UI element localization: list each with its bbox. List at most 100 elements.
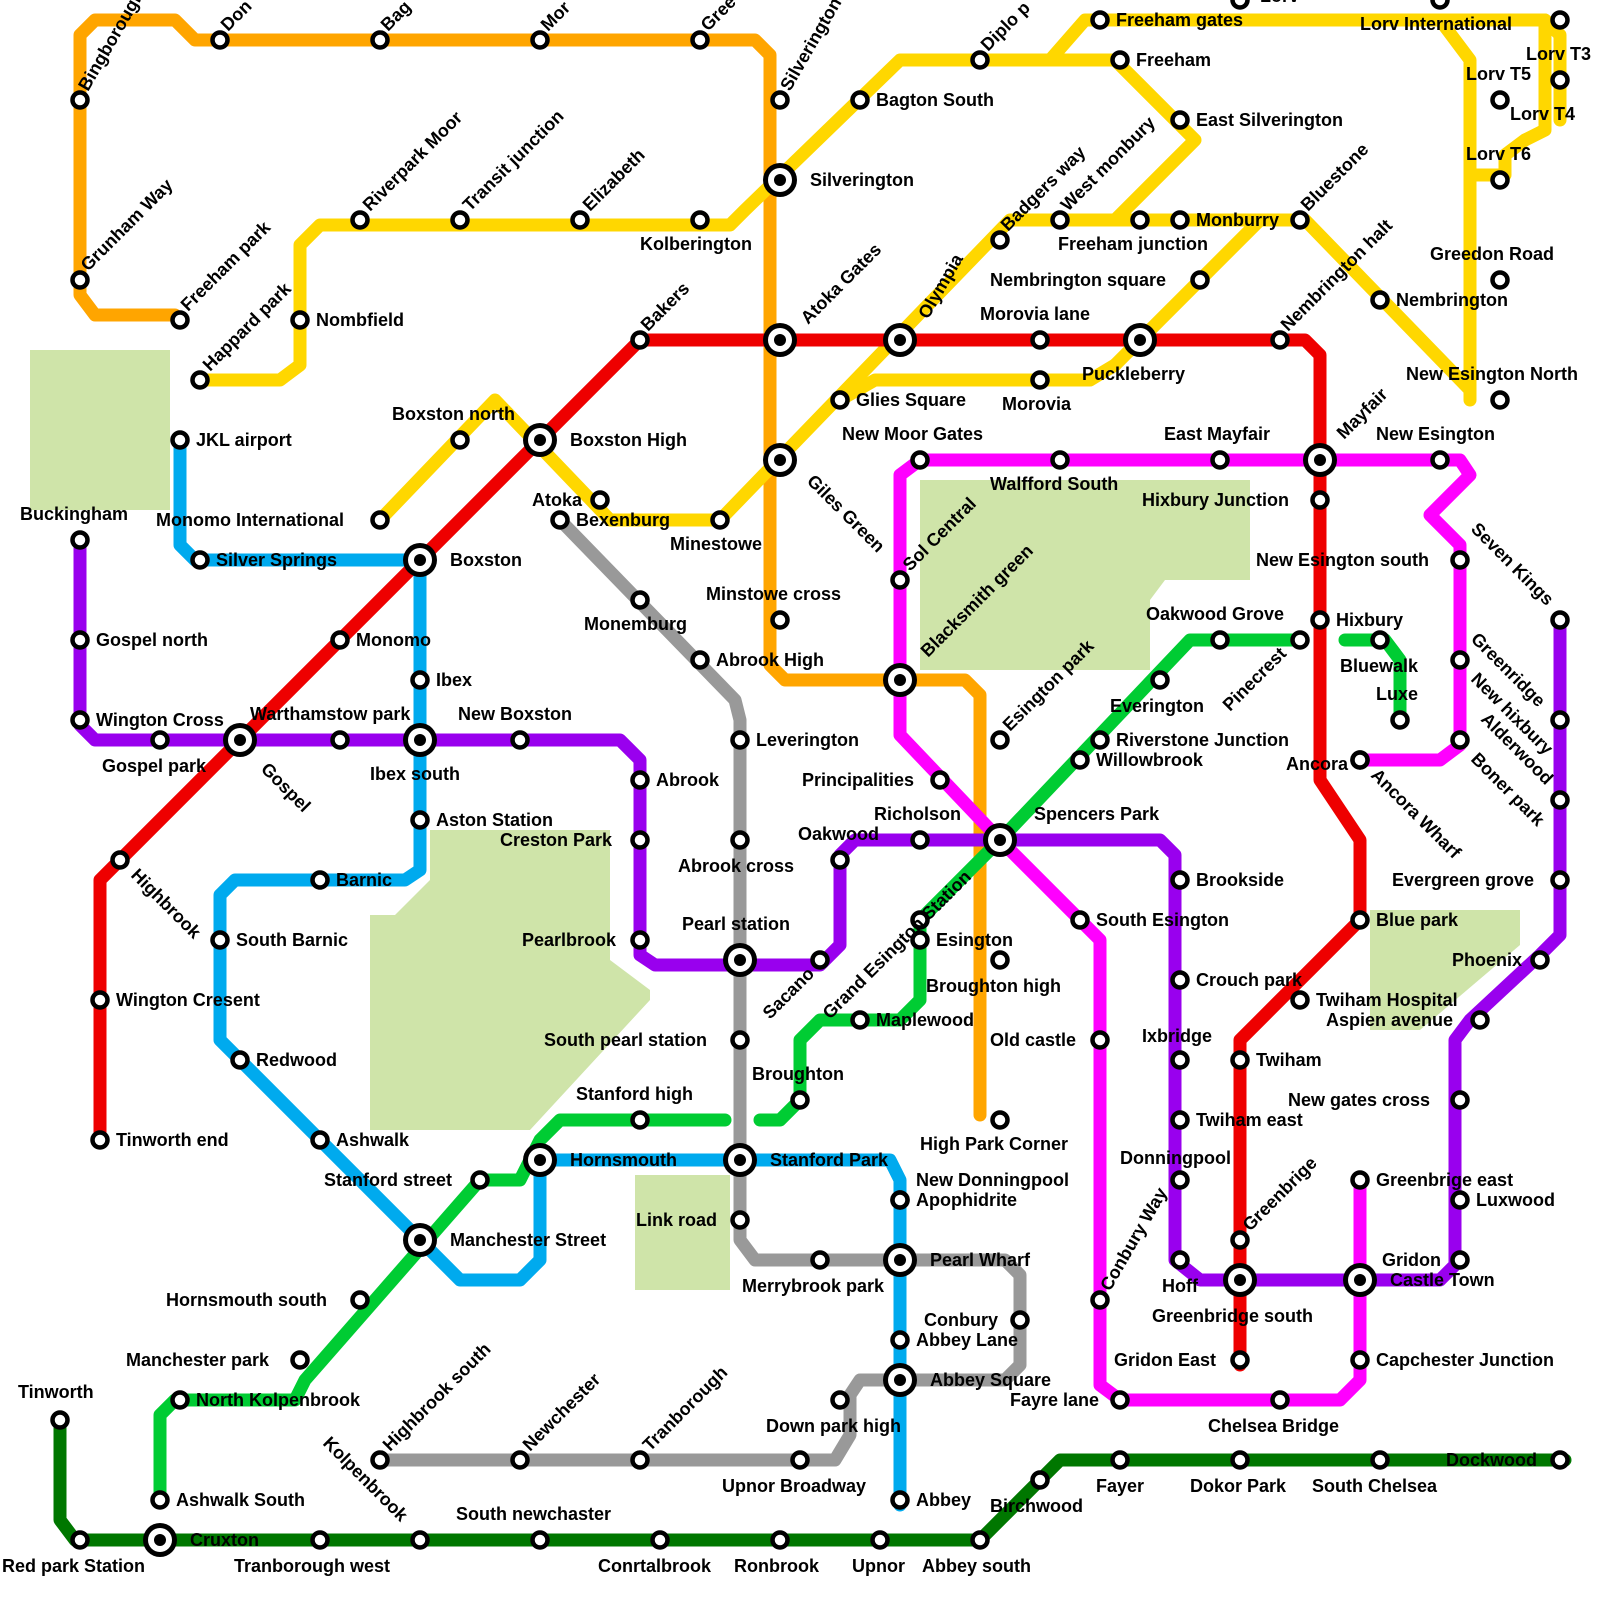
station-high-park-corner[interactable] [990,1110,1010,1130]
station-gospel-park[interactable] [150,730,170,750]
station-warthamstow-park[interactable] [330,730,350,750]
station-monemburg[interactable] [630,590,650,610]
station-nembrington-halt[interactable] [1270,330,1290,350]
station-twiham-east[interactable] [1170,1110,1190,1130]
station-castle-town[interactable] [1343,1263,1377,1297]
station-morovia[interactable] [1030,370,1050,390]
station-bluewalk[interactable] [1370,630,1390,650]
station-ashwalk[interactable] [310,1130,330,1150]
station-lorv-international[interactable] [1430,0,1450,10]
station-fayer[interactable] [1110,1450,1130,1470]
station-abbey-lane[interactable] [890,1330,910,1350]
station-esington[interactable] [910,930,930,950]
station-pearlbrook[interactable] [630,930,650,950]
station-abrook-cross[interactable] [730,830,750,850]
station-kolpenbrook[interactable] [410,1530,430,1550]
station-south-pearl-station[interactable] [730,1030,750,1050]
station-highbrook[interactable] [110,850,130,870]
station-seven-kings[interactable] [1550,610,1570,630]
station-creston-park[interactable] [630,830,650,850]
station-greenridge[interactable] [1450,650,1470,670]
station-capchester-junction[interactable] [1350,1350,1370,1370]
station-freeham-gates[interactable] [1090,10,1110,30]
station-elizabeth[interactable] [570,210,590,230]
station-gridon-east[interactable] [1230,1350,1250,1370]
station-new-moor-gates[interactable] [910,450,930,470]
station-twiham[interactable] [1230,1050,1250,1070]
station-new-boxston[interactable] [510,730,530,750]
station-bluestone[interactable] [1290,210,1310,230]
station-dockwood[interactable] [1550,1450,1570,1470]
station-aspien-avenue[interactable] [1470,1010,1490,1030]
station-minstowe-cross[interactable] [770,610,790,630]
station-red-park-station[interactable] [70,1530,90,1550]
station-wington-cresent[interactable] [90,990,110,1010]
station-old-castle[interactable] [1090,1030,1110,1050]
station-manchester-park[interactable] [290,1350,310,1370]
station-new-esington[interactable] [1430,450,1450,470]
station-nembrington[interactable] [1370,290,1390,310]
station-ibex[interactable] [410,670,430,690]
station-north-kolpenbrook[interactable] [170,1390,190,1410]
station-tranborough[interactable] [630,1450,650,1470]
station-transit-junction[interactable] [450,210,470,230]
station-riverstone-junction[interactable] [1090,730,1110,750]
station-giles-green[interactable] [763,443,797,477]
station-wington-cross[interactable] [70,710,90,730]
station-tinworth-end[interactable] [90,1130,110,1150]
station-atoka-gates[interactable] [763,323,797,357]
station-boner-park[interactable] [1550,790,1570,810]
station-spencers-park[interactable] [983,823,1017,857]
station-sol-central[interactable] [890,570,910,590]
station-kolberington[interactable] [690,210,710,230]
station-down-park-high[interactable] [830,1390,850,1410]
station-apophidrite[interactable] [890,1190,910,1210]
station-leverington[interactable] [730,730,750,750]
station-monomo-international[interactable] [370,510,390,530]
station-south-barnic[interactable] [210,930,230,950]
station-barnic[interactable] [310,870,330,890]
station-cruxton[interactable] [143,1523,177,1557]
station-ashwalk-south[interactable] [150,1490,170,1510]
station-link-road[interactable] [730,1210,750,1230]
station-don[interactable] [210,30,230,50]
station-highbrook-south[interactable] [370,1450,390,1470]
station-nembrington-square[interactable] [1190,270,1210,290]
station-oakwood-grove[interactable] [1210,630,1230,650]
station-boxston-high[interactable] [523,423,557,457]
station-ancora-wharf[interactable] [1350,750,1370,770]
station-gospel-north[interactable] [70,630,90,650]
station-phoenix[interactable] [1530,950,1550,970]
station-aston-station[interactable] [410,810,430,830]
station-stanford-street[interactable] [470,1170,490,1190]
station-ibex-south[interactable] [403,723,437,757]
station-gridon[interactable] [1450,1250,1470,1270]
station-manchester-street[interactable] [403,1223,437,1257]
station-crouch-park[interactable] [1170,970,1190,990]
station-luxwood[interactable] [1450,1190,1470,1210]
station-lorv-t4[interactable] [1550,70,1570,90]
station-abbey-square[interactable] [883,1363,917,1397]
station-mor[interactable] [530,30,550,50]
station-greenbrige[interactable] [1230,1230,1250,1250]
station-abbey[interactable] [890,1490,910,1510]
station-east-silverington[interactable] [1170,110,1190,130]
station-chelsea-bridge[interactable] [1270,1390,1290,1410]
station-bexenburg[interactable] [550,510,570,530]
station-broughton[interactable] [790,1090,810,1110]
station-freeham-junction[interactable] [1130,210,1150,230]
station-bagton-south[interactable] [850,90,870,110]
station-tranborough-west[interactable] [310,1530,330,1550]
station-willowbrook[interactable] [1070,750,1090,770]
station-birchwood[interactable] [1030,1470,1050,1490]
station-west-monbury[interactable] [1050,210,1070,230]
station-oakwood[interactable] [830,850,850,870]
station-conbury-way[interactable] [1090,1290,1110,1310]
station-happard-park[interactable] [190,370,210,390]
station-lorv-t3[interactable] [1550,10,1570,30]
station-olympia[interactable] [883,323,917,357]
station-abrook-high[interactable] [690,650,710,670]
station-dokor-park[interactable] [1230,1450,1250,1470]
station-stanford-park[interactable] [723,1143,757,1177]
station-greenbrige-east[interactable] [1350,1170,1370,1190]
